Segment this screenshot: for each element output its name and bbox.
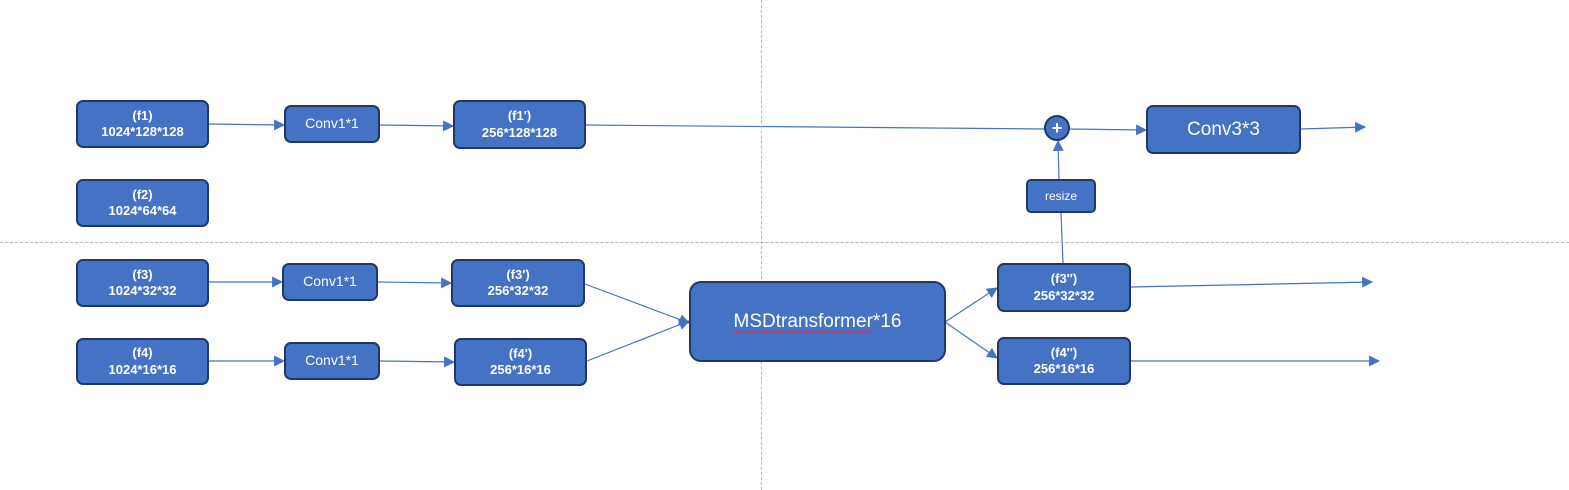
node-conv1x1-f4[interactable]: Conv1*1 [284, 342, 380, 380]
transformer-label-main: MSDtransformer [733, 310, 873, 332]
arrow-plus-to-conv3 [1068, 124, 1148, 136]
arrow-f3pp-to-resize [1060, 212, 1064, 264]
horizontal-guide-line [0, 242, 1569, 243]
node-f2-name: (f2) [132, 186, 153, 202]
node-f4-prime-shape: 256*16*16 [490, 362, 551, 377]
arrow-f1p-to-plus [585, 124, 1046, 130]
node-resize-label: resize [1044, 188, 1077, 203]
node-f2[interactable]: (f2) 1024*64*64 [76, 179, 209, 227]
arrow-transformer-to-f4pp [944, 321, 998, 359]
node-f1-prime-name: (f1') [507, 108, 532, 124]
node-f4-name: (f4) [132, 345, 153, 361]
plus-symbol: + [1052, 118, 1063, 138]
plus-node: + [1044, 115, 1070, 141]
arrow-f3p-to-transformer [584, 283, 691, 325]
node-f3-shape: 1024*32*32 [108, 283, 177, 298]
node-f3-double-prime[interactable]: (f3'') 256*32*32 [997, 263, 1131, 312]
node-conv3x3[interactable]: Conv3*3 [1146, 105, 1301, 154]
node-f1-shape: 1024*128*128 [101, 124, 184, 139]
node-f4-prime-name: (f4') [508, 345, 533, 361]
node-f4-double-prime-name: (f4'') [1050, 344, 1078, 360]
node-f4-double-prime-shape: 256*16*16 [1033, 361, 1095, 376]
node-msd-transformer[interactable]: MSDtransformer*16 [689, 281, 946, 362]
node-f2-shape: 1024*64*64 [108, 203, 177, 218]
node-f1-prime[interactable]: (f1') 256*128*128 [453, 100, 586, 149]
arrow-conv-to-f1p [379, 120, 455, 132]
node-conv1x1-f3-label: Conv1*1 [303, 273, 357, 290]
node-f3-prime[interactable]: (f3') 256*32*32 [451, 259, 585, 307]
node-f1[interactable]: (f1) 1024*128*128 [76, 100, 209, 148]
node-f1-prime-shape: 256*128*128 [481, 124, 558, 140]
node-f1-name: (f1) [132, 107, 153, 123]
node-f4-prime[interactable]: (f4') 256*16*16 [454, 338, 587, 386]
node-conv3x3-label: Conv3*3 [1187, 118, 1260, 140]
node-f3-prime-name: (f3') [506, 266, 530, 282]
arrow-conv-to-f4p [379, 356, 456, 368]
arrow-resize-to-plus [1052, 139, 1064, 180]
node-conv1x1-f3[interactable]: Conv1*1 [282, 263, 378, 301]
arrow-transformer-to-f3pp [944, 287, 998, 323]
node-conv1x1-f1[interactable]: Conv1*1 [284, 105, 380, 143]
node-resize[interactable]: resize [1026, 179, 1096, 213]
node-f4[interactable]: (f4) 1024*16*16 [76, 338, 209, 385]
transformer-label-suffix: *16 [872, 310, 902, 332]
arrow-f1-to-conv [208, 119, 286, 131]
node-f3[interactable]: (f3) 1024*32*32 [76, 259, 209, 307]
arrow-conv3-out [1300, 121, 1367, 133]
node-msd-transformer-label: MSDtransformer*16 [734, 310, 902, 334]
node-f3-prime-shape: 256*32*32 [487, 283, 549, 298]
arrow-f4p-to-transformer [586, 319, 691, 362]
node-f3-double-prime-shape: 256*32*32 [1033, 287, 1095, 303]
node-f3-name: (f3) [132, 266, 153, 282]
node-f3-double-prime-name: (f3'') [1050, 271, 1078, 287]
node-f4-shape: 1024*16*16 [108, 361, 177, 377]
vertical-guide-line [761, 0, 762, 490]
node-conv1x1-f1-label: Conv1*1 [305, 115, 359, 132]
arrow-f3pp-out [1130, 276, 1374, 288]
arrow-conv-to-f3p [377, 277, 453, 289]
node-conv1x1-f4-label: Conv1*1 [305, 352, 359, 369]
node-f4-double-prime[interactable]: (f4'') 256*16*16 [997, 337, 1131, 385]
